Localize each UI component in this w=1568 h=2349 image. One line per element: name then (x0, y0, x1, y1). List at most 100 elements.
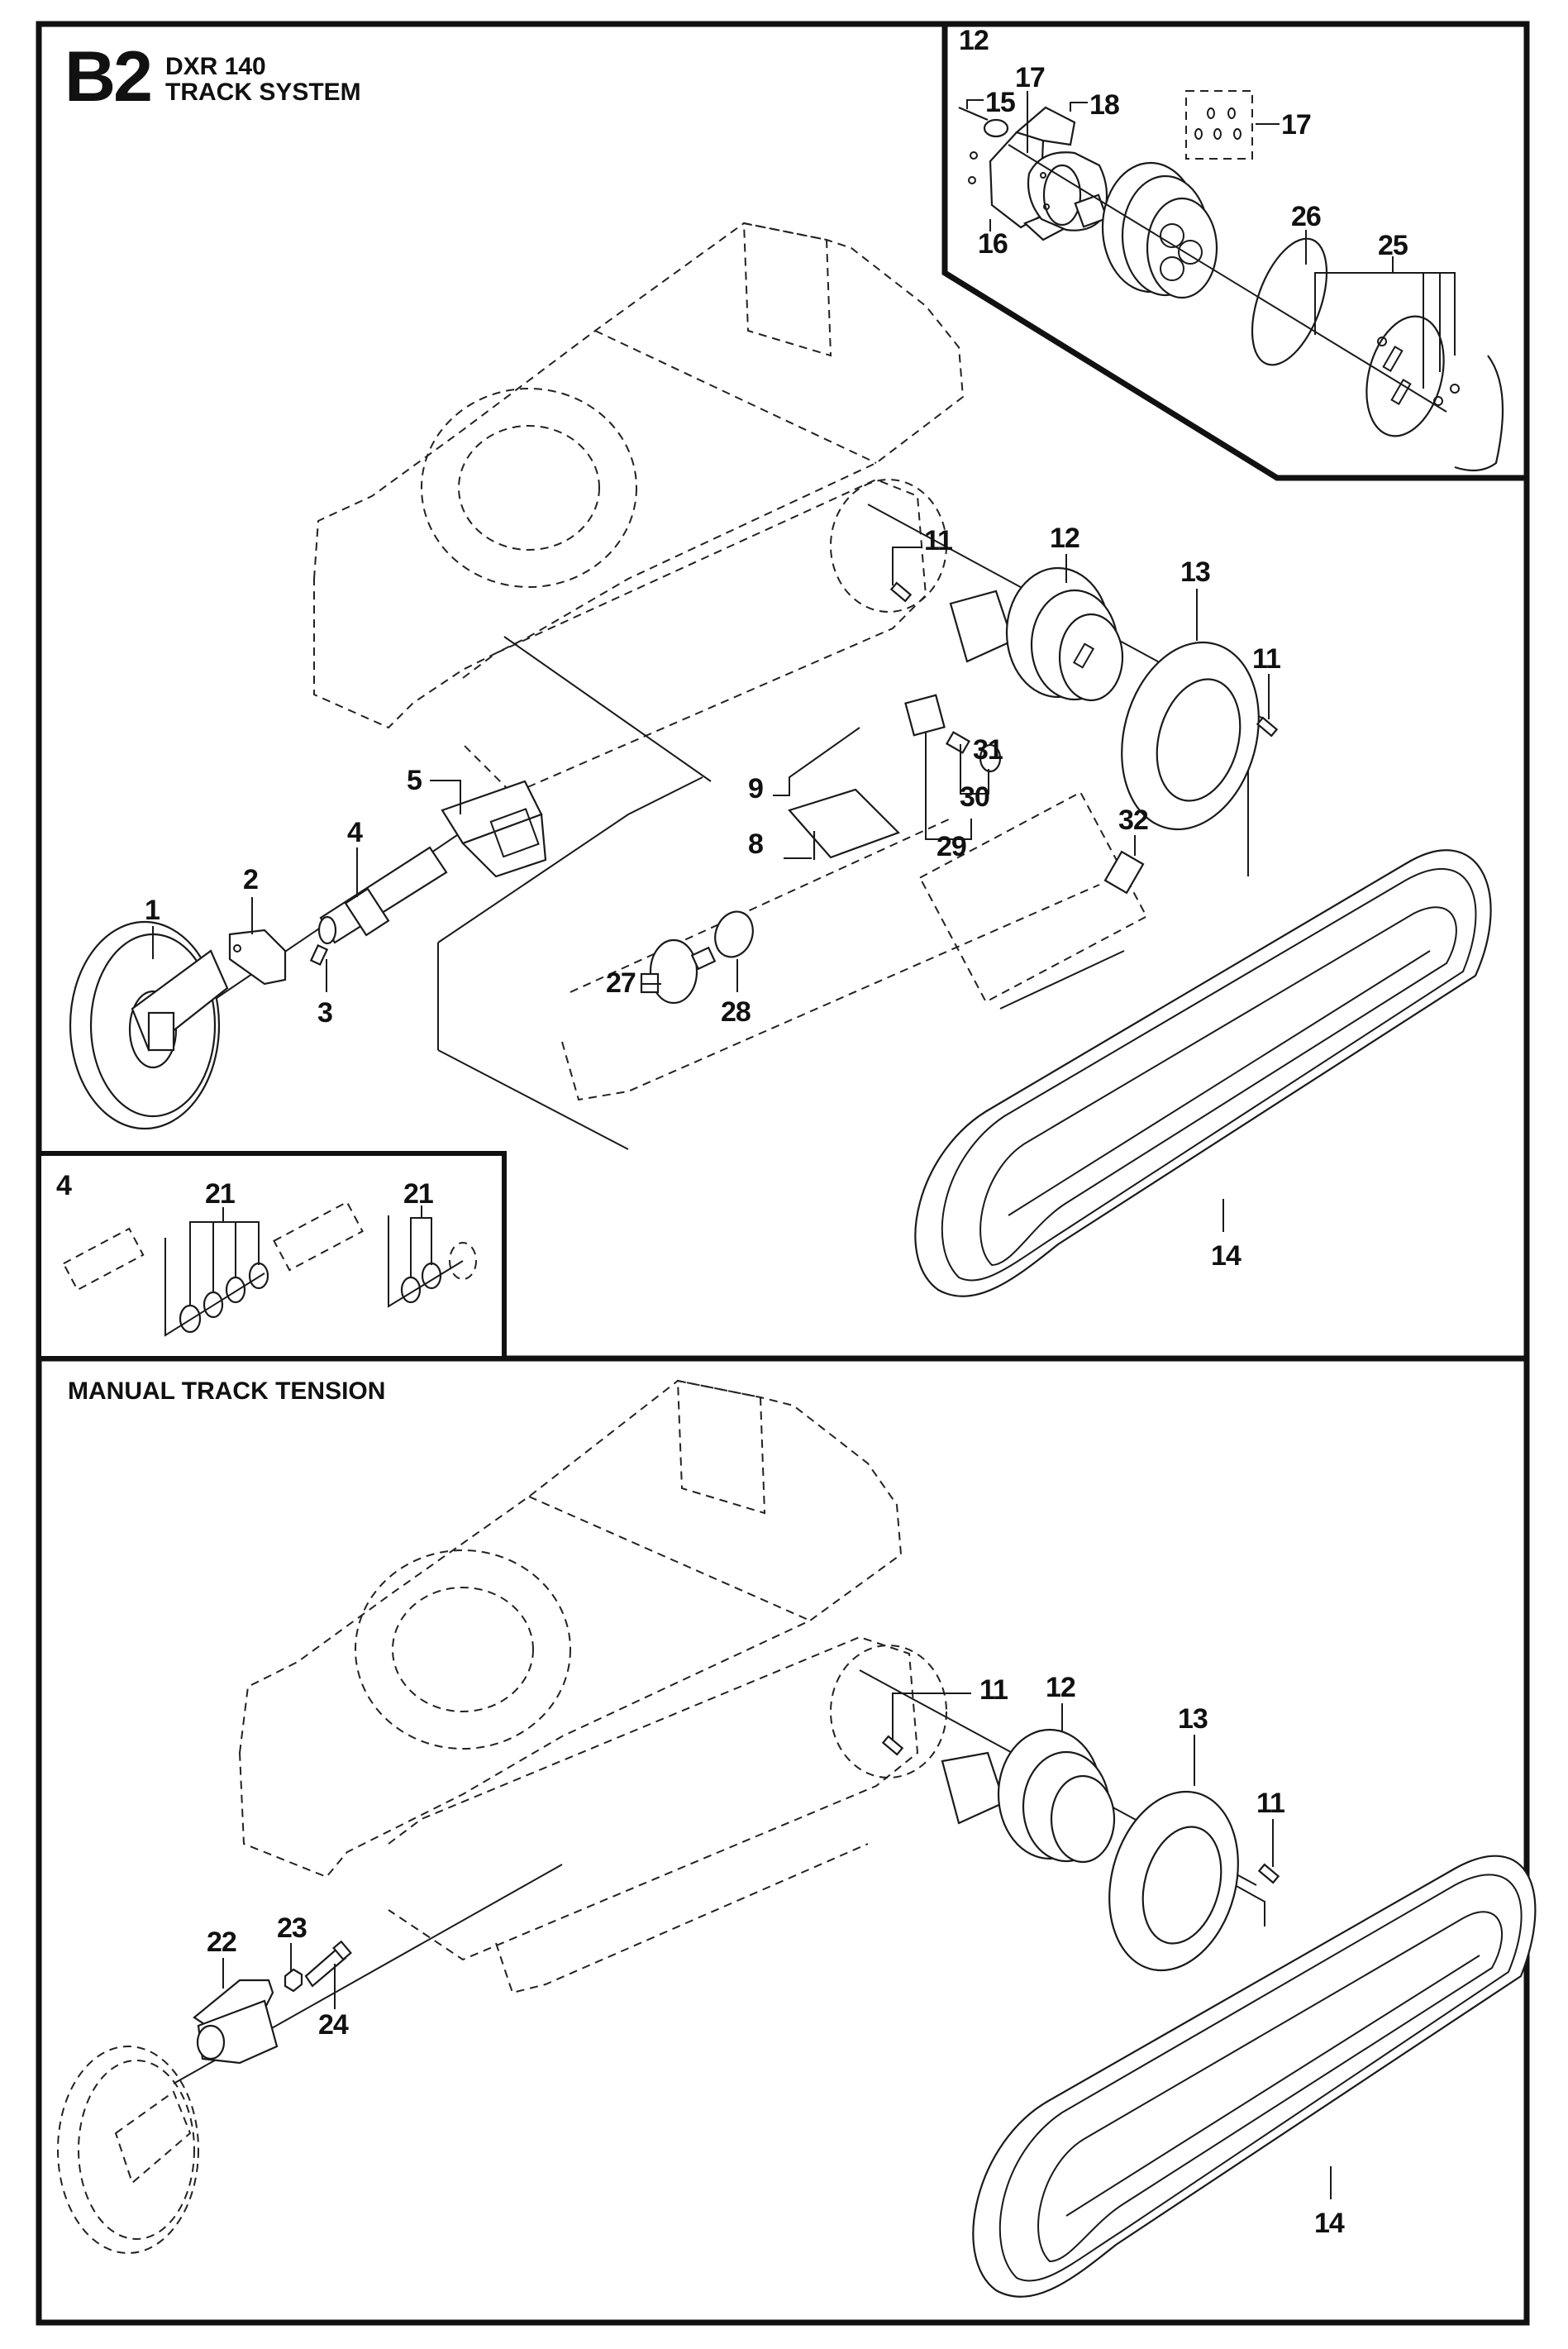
leader-25d (1440, 272, 1456, 356)
callout-18: 18 (1089, 89, 1119, 121)
callout-17-kit: 17 (1281, 109, 1311, 141)
callout-lower-12: 12 (1046, 1672, 1075, 1703)
leader-11-left (892, 547, 922, 585)
callout-29: 29 (937, 831, 966, 862)
callout-21-left: 21 (205, 1178, 235, 1210)
screw-3-part (309, 943, 329, 967)
hub-part (1027, 151, 1108, 232)
callout-31: 31 (973, 734, 1003, 766)
callout-16: 16 (978, 228, 1008, 260)
upper-axis-accum (437, 776, 703, 943)
leader-15 (966, 99, 984, 109)
retaining-ring-part (1454, 355, 1504, 472)
callout-5: 5 (407, 765, 422, 796)
detail-box-4-border (36, 1151, 507, 1361)
cylinder-housing-part (441, 780, 547, 878)
leader-31-30 (960, 744, 989, 795)
upper-main-view: 1 2 3 4 5 11 12 13 11 31 30 29 9 8 32 27… (69, 222, 1492, 1297)
detail-box-12: 12 (941, 21, 1530, 481)
detail-4-axis-left (164, 1238, 265, 1337)
chassis-frame-upper (313, 222, 1148, 1101)
piston-rod-dashed (62, 1227, 145, 1291)
detail-box-4-label: 4 (56, 1170, 72, 1201)
callout-28: 28 (721, 996, 751, 1028)
drive-motor-part (949, 566, 1124, 702)
leader-9 (773, 727, 860, 796)
screw-11-right-part (1256, 716, 1279, 738)
section-code: B2 (64, 37, 150, 117)
callout-27: 27 (606, 967, 636, 999)
callout-11-right: 11 (1252, 643, 1280, 675)
valve-part (945, 731, 971, 754)
sprocket-part (1121, 641, 1260, 831)
tension-housing-part (193, 1979, 279, 2065)
gearbox-part (1101, 161, 1218, 299)
callout-14: 14 (1211, 1240, 1242, 1272)
track-part-lower (972, 1855, 1537, 2298)
screw-11-lower-right-part (1257, 1863, 1280, 1884)
callout-30: 30 (960, 781, 989, 813)
callout-22: 22 (207, 1926, 236, 1958)
callout-32: 32 (1118, 804, 1148, 836)
tension-cylinder-part (317, 846, 448, 945)
detail-4-axis-right (388, 1215, 464, 1308)
leader-30-29 (925, 732, 972, 840)
callout-23: 23 (277, 1912, 307, 1944)
callout-1: 1 (145, 895, 160, 926)
callout-4: 4 (347, 817, 363, 848)
detail-box-12-label: 12 (959, 25, 989, 56)
detail-box-4: 4 21 21 (36, 1151, 507, 1361)
tension-bolt-part (304, 1940, 352, 1988)
callout-lower-11-right: 11 (1256, 1788, 1284, 1819)
leader-25a (1314, 256, 1394, 335)
callout-9: 9 (748, 773, 763, 804)
screw-15-part (958, 106, 989, 122)
screw-11-lower-left-part (881, 1735, 904, 1756)
callout-26: 26 (1291, 201, 1321, 232)
accumulator-part (640, 938, 717, 1005)
idler-wheel-lower-dashed (57, 2046, 199, 2254)
screw-11-left-part (889, 581, 913, 603)
leader-21-left (189, 1221, 260, 1306)
sprocket-lower-part (1108, 1790, 1239, 1972)
callout-25: 25 (1378, 230, 1408, 261)
callout-17: 17 (1015, 62, 1045, 93)
detail-12-axis (1008, 144, 1447, 413)
chassis-frame-lower (238, 1379, 947, 1994)
valve-cap-part (979, 743, 1002, 773)
callout-21-right: 21 (403, 1178, 433, 1210)
cylinder-tube-dashed (273, 1201, 364, 1272)
nut-part (284, 1968, 303, 1993)
section-title-manual-track-tension: MANUAL TRACK TENSION (68, 1377, 385, 1405)
callout-lower-14: 14 (1314, 2208, 1345, 2239)
callout-11-left: 11 (924, 525, 952, 556)
o-ring-part (1251, 237, 1328, 366)
callout-24: 24 (318, 2009, 349, 2041)
callout-lower-13: 13 (1178, 1703, 1208, 1735)
fitting-part (1103, 850, 1145, 895)
callout-13: 13 (1180, 556, 1210, 588)
callout-3: 3 (317, 997, 332, 1029)
page-title: TRACK SYSTEM (165, 79, 361, 106)
lower-main-view: MANUAL TRACK TENSION (57, 1377, 1537, 2298)
leader-18 (1070, 102, 1088, 112)
idler-bracket-part (228, 929, 287, 986)
callout-2: 2 (243, 864, 258, 895)
cover-plate-part (788, 788, 900, 859)
idler-wheel-part (69, 920, 229, 1130)
callout-lower-11-left: 11 (979, 1674, 1008, 1706)
hose-clamp-part (714, 910, 754, 958)
drive-motor-lower-part (941, 1728, 1116, 1864)
callout-12: 12 (1050, 523, 1079, 554)
callout-15: 15 (985, 87, 1015, 118)
upper-axis-accum-d (437, 1049, 629, 1150)
title-block: B2 DXR 140 TRACK SYSTEM (64, 37, 361, 117)
model-name: DXR 140 (165, 53, 266, 80)
upper-axis-fitting (999, 950, 1125, 1010)
callout-8: 8 (748, 828, 763, 860)
seal-kit-box (1185, 90, 1253, 160)
seal-kit-rings (1194, 107, 1242, 140)
valve-block-part (904, 694, 946, 737)
cover-part (1365, 315, 1460, 437)
